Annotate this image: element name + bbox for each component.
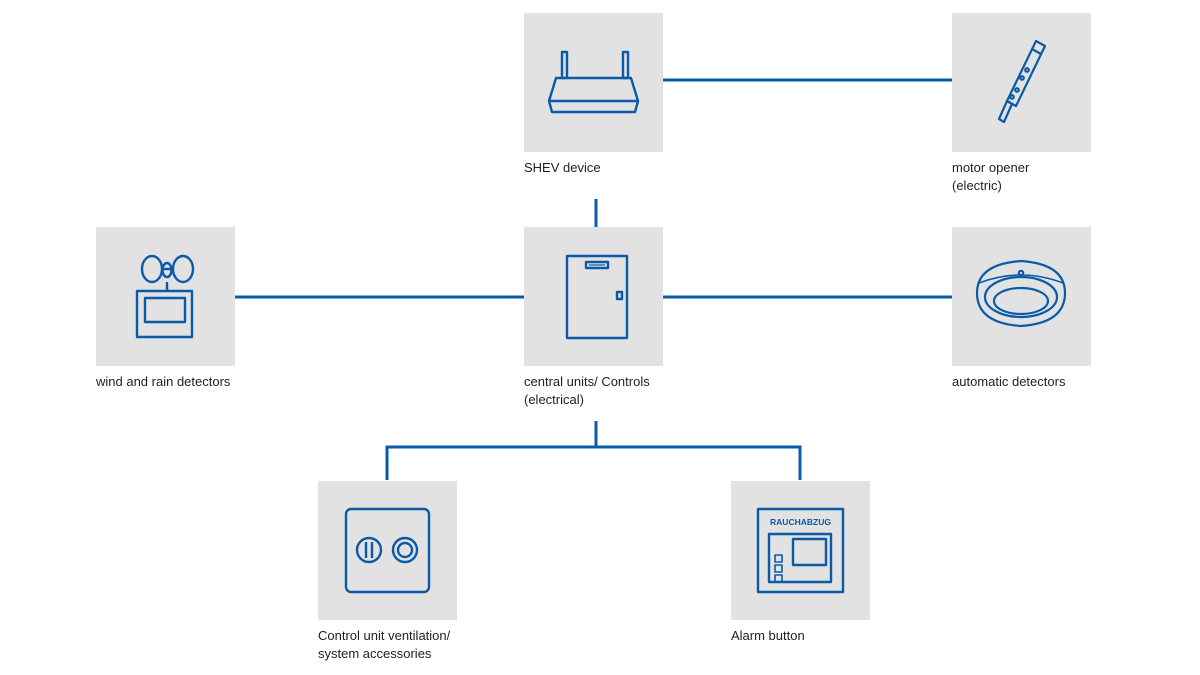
wind-rain-tile[interactable] <box>96 227 235 366</box>
alarm-panel-icon: RAUCHABZUG <box>756 507 845 594</box>
central-unit-tile[interactable] <box>524 227 663 366</box>
central-unit-label: central units/ Controls (electrical) <box>524 374 650 407</box>
shev-device-tile[interactable] <box>524 13 663 152</box>
line-bottom-branch <box>385 445 802 480</box>
wind-rain-label: wind and rain detectors <box>96 374 231 389</box>
smoke-detector-icon <box>975 259 1067 328</box>
anemometer-icon <box>135 254 195 339</box>
alarm-button-label: Alarm button <box>731 628 805 643</box>
motor-opener-icon <box>997 39 1047 124</box>
alarm-button-tile[interactable]: RAUCHABZUG <box>731 481 870 620</box>
automatic-detectors-label: automatic detectors <box>952 374 1066 389</box>
motor-opener-label: motor opener (electric) <box>952 160 1030 193</box>
router-icon <box>547 50 640 114</box>
automatic-detectors-tile[interactable] <box>952 227 1091 366</box>
motor-opener-tile[interactable] <box>952 13 1091 152</box>
shev-device-label: SHEV device <box>524 160 601 175</box>
switch-panel-icon <box>344 507 431 594</box>
control-unit-tile[interactable] <box>318 481 457 620</box>
control-cabinet-icon <box>565 254 629 340</box>
alarm-panel-text: RAUCHABZUG <box>770 517 831 527</box>
control-unit-label: Control unit ventilation/ system accesso… <box>318 628 451 661</box>
